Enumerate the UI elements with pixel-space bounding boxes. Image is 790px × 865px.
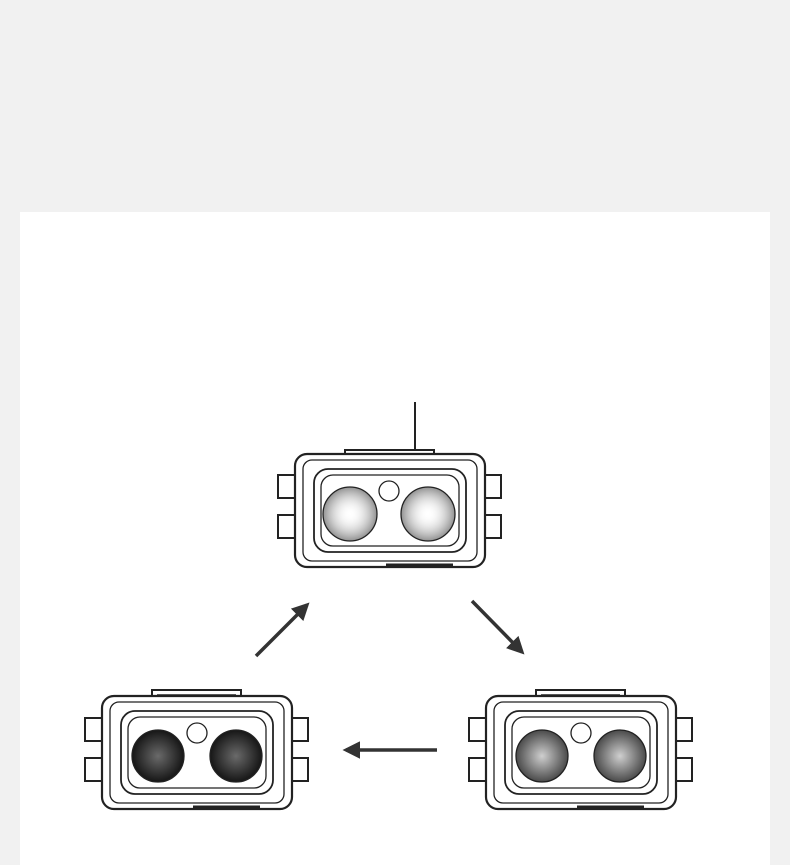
arrow-top-to-right xyxy=(470,599,525,655)
left-clip xyxy=(468,717,487,782)
center-sensor xyxy=(378,480,400,502)
device-body xyxy=(484,694,678,811)
right-clip xyxy=(484,474,502,539)
lens-frame xyxy=(120,710,274,795)
right-lens xyxy=(400,486,456,542)
left-lens xyxy=(322,486,378,542)
top-background-band xyxy=(0,0,790,212)
left-clip xyxy=(277,474,296,539)
lens-frame xyxy=(504,710,658,795)
device-top xyxy=(277,402,502,569)
center-sensor xyxy=(186,722,208,744)
right-clip xyxy=(291,717,309,782)
left-lens xyxy=(515,729,569,783)
right-lens xyxy=(593,729,647,783)
right-lens xyxy=(209,729,263,783)
device-right xyxy=(468,689,693,811)
arrow-left-to-top xyxy=(254,602,310,658)
center-sensor xyxy=(570,722,592,744)
left-clip xyxy=(84,717,103,782)
lens-frame xyxy=(313,468,467,553)
device-left xyxy=(84,689,309,811)
right-clip xyxy=(675,717,693,782)
device-body xyxy=(100,694,294,811)
left-lens xyxy=(131,729,185,783)
